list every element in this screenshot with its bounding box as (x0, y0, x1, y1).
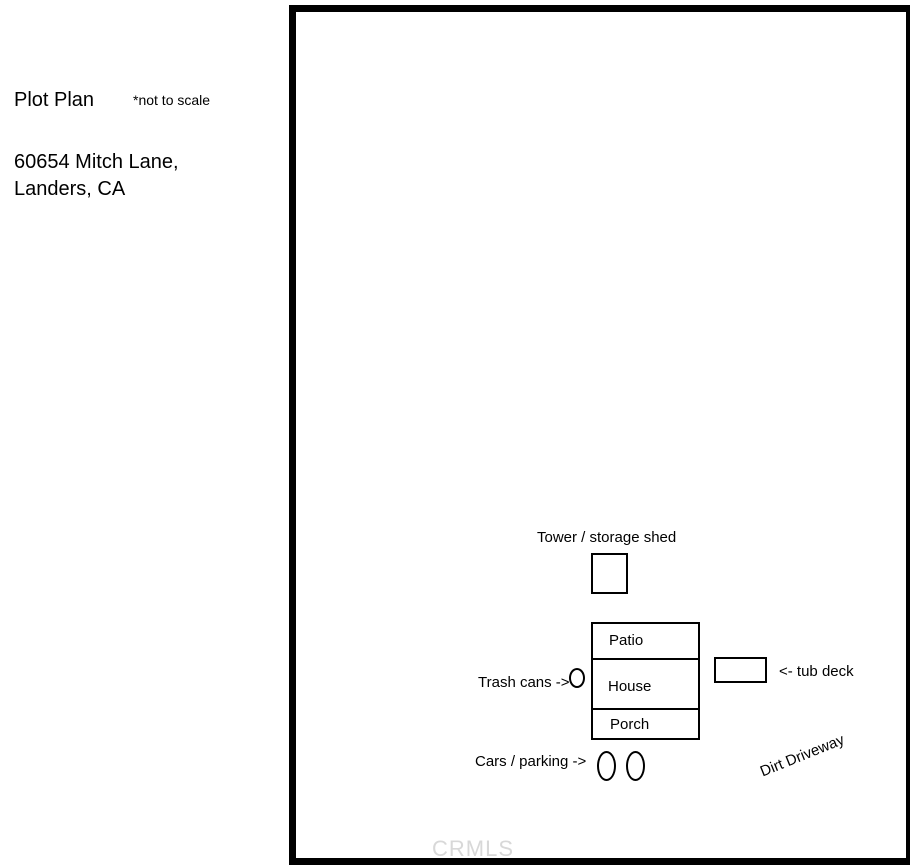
tower-label: Tower / storage shed (537, 529, 677, 546)
tower-shed-box (591, 553, 628, 594)
tub-deck-label: <- tub deck (779, 663, 854, 680)
watermark: CRMLS (432, 836, 515, 861)
house-label: House (608, 678, 652, 695)
tub-deck-box (714, 657, 767, 683)
scale-note: *not to scale (133, 92, 211, 108)
trash-cans-label: Trash cans -> (478, 674, 570, 691)
plot-plan-title: Plot Plan (14, 89, 95, 111)
address-line-2: Landers, CA (14, 178, 126, 200)
car-oval-2 (626, 751, 645, 781)
address-line-1: 60654 Mitch Lane, (14, 151, 179, 173)
car-oval-1 (597, 751, 616, 781)
porch-box (591, 708, 700, 740)
patio-label: Patio (609, 632, 644, 649)
patio-box (591, 622, 700, 660)
trash-can-oval (569, 668, 585, 688)
parking-label: Cars / parking -> (475, 753, 587, 770)
porch-label: Porch (610, 716, 650, 733)
